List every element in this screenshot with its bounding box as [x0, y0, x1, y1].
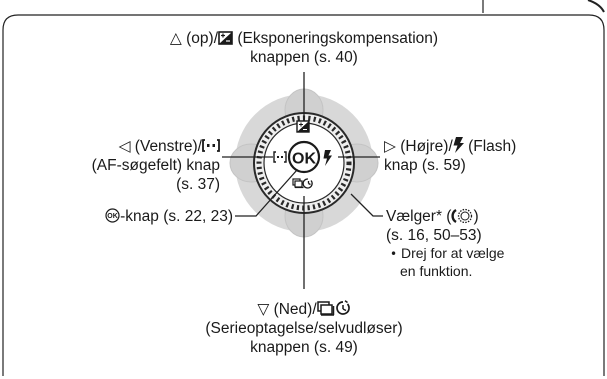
note-bullet: •	[390, 247, 398, 261]
triangle-up-icon: △	[169, 29, 182, 47]
flash-icon	[453, 137, 464, 153]
up-page-ref: knappen (s. 40)	[250, 49, 358, 66]
up-button-callout: △ (op)/ (Eksponeringskompensation) knapp…	[146, 29, 462, 67]
down-button-callout: ▽ (Ned)/ (Serieoptagelse/selvudløser) kn…	[140, 300, 468, 357]
dial-note-line2: en funktion.	[400, 263, 473, 279]
triangle-down-icon: ▽	[257, 300, 270, 318]
left-page-ref: (s. 37)	[176, 176, 220, 193]
self-timer-icon	[335, 300, 350, 315]
ok-button-label: OK	[292, 151, 316, 168]
tab-marker-curve	[587, 0, 605, 13]
leader-lines	[222, 72, 383, 289]
ok-icon: OK	[105, 208, 120, 223]
right-label-text: (Højre)/	[400, 138, 453, 155]
right-button-callout: ▷ (Højre)/ (Flash) knap (s. 59)	[384, 137, 584, 175]
ok-label-text: -knap (s. 22, 23)	[120, 208, 233, 225]
sequential-shooting-icon	[292, 178, 304, 189]
exposure-compensation-label: (Eksponeringskompensation)	[237, 30, 439, 47]
ok-button-callout: OK-knap (s. 22, 23)	[20, 207, 233, 226]
af-search-label: (AF-søgefelt) knap	[91, 157, 220, 174]
dial-label-text: Vælger* (	[386, 208, 452, 225]
left-label-text: (Venstre)/	[134, 138, 202, 155]
flash-label: (Flash)	[468, 138, 517, 155]
down-function-label: (Serieoptagelse/selvudløser)	[205, 320, 403, 337]
svg-text:OK: OK	[107, 213, 118, 220]
exposure-compensation-icon	[296, 120, 310, 133]
right-page-ref: knap (s. 59)	[384, 157, 466, 174]
flash-icon	[323, 150, 332, 166]
sequential-shooting-icon	[316, 301, 334, 316]
ok-button[interactable]: OK	[287, 140, 321, 174]
up-label-text: (op)/	[186, 30, 219, 47]
triangle-left-icon: ◁	[118, 137, 131, 155]
dial-icon	[451, 208, 473, 224]
dial-page-ref: (s. 16, 50–53)	[386, 227, 482, 244]
frame-border	[2, 14, 605, 376]
af-target-icon	[202, 139, 220, 152]
self-timer-icon	[302, 178, 313, 189]
left-button-callout: ◁ (Venstre)/ (AF-søgefelt) knap (s. 37)	[30, 137, 220, 194]
down-page-ref: knappen (s. 49)	[250, 339, 358, 356]
control-dial-callout: Vælger* () (s. 16, 50–53) • Drej for at …	[386, 207, 596, 280]
dial-note-line1: Drej for at vælge	[400, 245, 505, 261]
exposure-compensation-icon	[218, 31, 233, 45]
af-target-icon	[273, 151, 287, 163]
triangle-right-icon: ▷	[384, 137, 396, 155]
down-label-text: (Ned)/	[273, 301, 317, 318]
dial-label-end: )	[473, 208, 479, 225]
